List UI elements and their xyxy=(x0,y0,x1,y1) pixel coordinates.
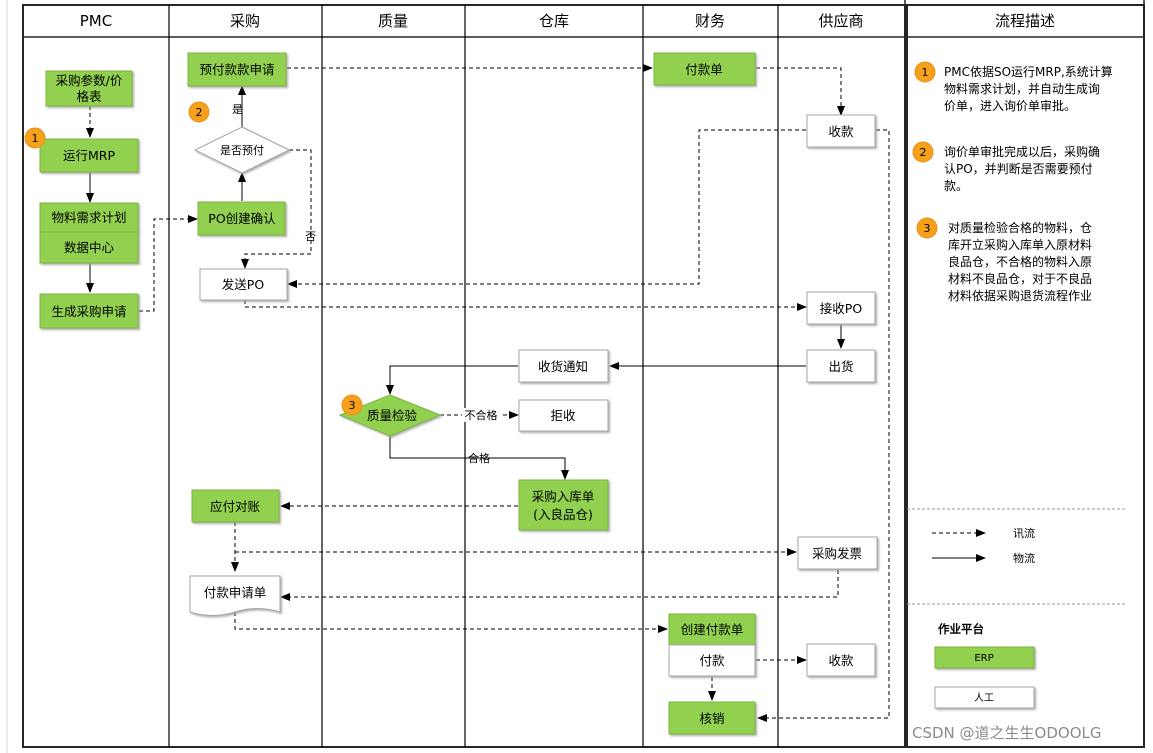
lane-header-pmc: PMC xyxy=(80,12,112,30)
svg-text:发送PO: 发送PO xyxy=(222,277,265,292)
svg-text:质量检验: 质量检验 xyxy=(367,408,418,423)
svg-text:采购发票: 采购发票 xyxy=(812,546,862,561)
svg-text:收款: 收款 xyxy=(828,653,854,668)
node-is-prepay-decision[interactable]: 是否预付 xyxy=(193,126,291,174)
svg-text:收货通知: 收货通知 xyxy=(538,359,588,374)
edge-label-fail: 不合格 xyxy=(465,408,498,422)
svg-text:物料需求计划: 物料需求计划 xyxy=(51,210,126,225)
node-inbound-order[interactable]: 采购入库单 (入良品仓) xyxy=(518,479,609,531)
step-badge-3: 3 xyxy=(341,394,363,416)
svg-text:创建付款单: 创建付款单 xyxy=(681,622,744,637)
node-data-center: 数据中心 xyxy=(64,240,115,255)
lanes-frame xyxy=(22,4,906,748)
edge-label-no: 否 xyxy=(305,230,316,243)
svg-text:款。: 款。 xyxy=(944,179,968,193)
node-pay-order[interactable]: 付款单 xyxy=(653,52,756,86)
legend-info-flow: 讯流 xyxy=(932,526,1035,540)
svg-text:2: 2 xyxy=(196,106,203,119)
svg-text:收款: 收款 xyxy=(828,124,854,139)
svg-text:核销: 核销 xyxy=(699,711,724,726)
node-write-off[interactable]: 核销 xyxy=(668,701,756,735)
node-po-confirm[interactable]: PO创建确认 xyxy=(197,201,286,236)
lane-header-quality: 质量 xyxy=(378,12,408,30)
svg-text:人工: 人工 xyxy=(974,692,994,704)
node-reject[interactable]: 拒收 xyxy=(518,399,609,432)
svg-text:3: 3 xyxy=(349,399,356,412)
legend-platform-title: 作业平台 xyxy=(938,622,984,636)
node-pay[interactable]: 付款 xyxy=(668,644,756,677)
svg-text:采购参数/价: 采购参数/价 xyxy=(56,73,123,88)
svg-text:采购入库单: 采购入库单 xyxy=(532,489,595,504)
svg-text:PMC依据SO运行MRP,系统计算: PMC依据SO运行MRP,系统计算 xyxy=(944,64,1113,79)
description-header: 流程描述 xyxy=(995,12,1055,30)
svg-text:格表: 格表 xyxy=(76,89,102,104)
svg-text:认PO，并判断是否需要预付: 认PO，并判断是否需要预付 xyxy=(944,161,1093,176)
legend-material-flow: 物流 xyxy=(932,551,1035,565)
node-purchase-request[interactable]: 生成采购申请 xyxy=(39,293,139,329)
node-supplier-receipt-top[interactable]: 收款 xyxy=(806,114,876,148)
watermark: CSDN @道之生生ODOOLG xyxy=(912,724,1102,742)
svg-text:拒收: 拒收 xyxy=(550,408,576,423)
edge-label-pass: 合格 xyxy=(468,451,490,465)
svg-text:3: 3 xyxy=(924,222,931,235)
svg-text:是否预付: 是否预付 xyxy=(220,144,264,157)
legend-manual: 人工 xyxy=(934,686,1035,709)
svg-text:库开立采购入库单入原材料: 库开立采购入库单入原材料 xyxy=(948,237,1092,252)
node-receive-po[interactable]: 接收PO xyxy=(806,291,876,325)
node-send-po[interactable]: 发送PO xyxy=(199,268,288,301)
description-item-2: 2 询价单审批完成以后，采购确 认PO，并判断是否需要预付 款。 xyxy=(912,141,1100,193)
svg-text:付款单: 付款单 xyxy=(685,62,723,77)
node-quality-inspection[interactable]: 质量检验 xyxy=(338,394,442,437)
svg-text:讯流: 讯流 xyxy=(1013,526,1035,540)
step-badge-2: 2 xyxy=(188,101,210,123)
svg-text:生成采购申请: 生成采购申请 xyxy=(51,304,126,319)
svg-text:接收PO: 接收PO xyxy=(820,301,863,316)
node-supplier-receipt-bottom[interactable]: 收款 xyxy=(806,643,876,677)
legend-erp: ERP xyxy=(934,646,1035,669)
svg-text:ERP: ERP xyxy=(974,653,993,664)
edge-label-yes: 是 xyxy=(232,103,243,116)
svg-text:(入良品仓): (入良品仓) xyxy=(533,507,593,522)
description-item-1: 1 PMC依据SO运行MRP,系统计算 物料需求计划，并自动生成询 价单，进入询… xyxy=(914,61,1113,113)
lane-header-purchase: 采购 xyxy=(230,12,260,30)
svg-text:物料需求计划，并自动生成询: 物料需求计划，并自动生成询 xyxy=(944,82,1100,96)
node-receive-notice[interactable]: 收货通知 xyxy=(518,349,609,383)
step-badge-1: 1 xyxy=(24,127,46,149)
svg-text:付款: 付款 xyxy=(699,653,725,668)
node-pay-request[interactable]: 付款申请单 xyxy=(189,575,281,616)
lane-header-warehouse: 仓库 xyxy=(539,12,569,30)
lane-header-finance: 财务 xyxy=(695,12,725,30)
node-ship[interactable]: 出货 xyxy=(806,349,876,383)
svg-text:询价单审批完成以后，采购确: 询价单审批完成以后，采购确 xyxy=(944,144,1100,159)
description-panel xyxy=(906,4,1145,748)
svg-text:应付对账: 应付对账 xyxy=(210,499,261,514)
description-item-3: 3 对质量检验合格的物料，仓 库开立采购入库单入原材料 良品仓，不合格的物料入原… xyxy=(916,217,1092,303)
node-ap-reconcile[interactable]: 应付对账 xyxy=(191,489,280,523)
svg-text:PO创建确认: PO创建确认 xyxy=(208,211,276,226)
svg-text:2: 2 xyxy=(920,146,927,159)
svg-text:1: 1 xyxy=(922,66,929,79)
lane-header-supplier: 供应商 xyxy=(818,12,863,30)
svg-text:出货: 出货 xyxy=(828,359,853,374)
node-purchase-param[interactable]: 采购参数/价 格表 xyxy=(45,70,133,107)
svg-text:价单，进入询价单审批。: 价单，进入询价单审批。 xyxy=(944,98,1076,113)
svg-text:1: 1 xyxy=(32,132,39,145)
node-run-mrp[interactable]: 运行MRP xyxy=(39,138,139,173)
svg-text:物流: 物流 xyxy=(1013,551,1035,565)
node-material-plan[interactable]: 物料需求计划 数据中心 xyxy=(39,202,139,264)
svg-text:付款申请单: 付款申请单 xyxy=(204,585,267,600)
node-create-pay-order[interactable]: 创建付款单 xyxy=(668,613,756,646)
svg-text:材料依据采购退货流程作业: 材料依据采购退货流程作业 xyxy=(948,288,1092,303)
node-prepay-request[interactable]: 预付款款申请 xyxy=(187,52,287,87)
svg-text:运行MRP: 运行MRP xyxy=(63,148,115,163)
svg-text:良品仓，不合格的物料入原: 良品仓，不合格的物料入原 xyxy=(948,254,1092,269)
svg-text:对质量检验合格的物料，仓: 对质量检验合格的物料，仓 xyxy=(948,220,1092,235)
svg-text:材料不良品仓，对于不良品: 材料不良品仓，对于不良品 xyxy=(948,271,1092,286)
svg-text:预付款款申请: 预付款款申请 xyxy=(199,62,274,77)
node-purchase-invoice[interactable]: 采购发票 xyxy=(797,536,878,570)
